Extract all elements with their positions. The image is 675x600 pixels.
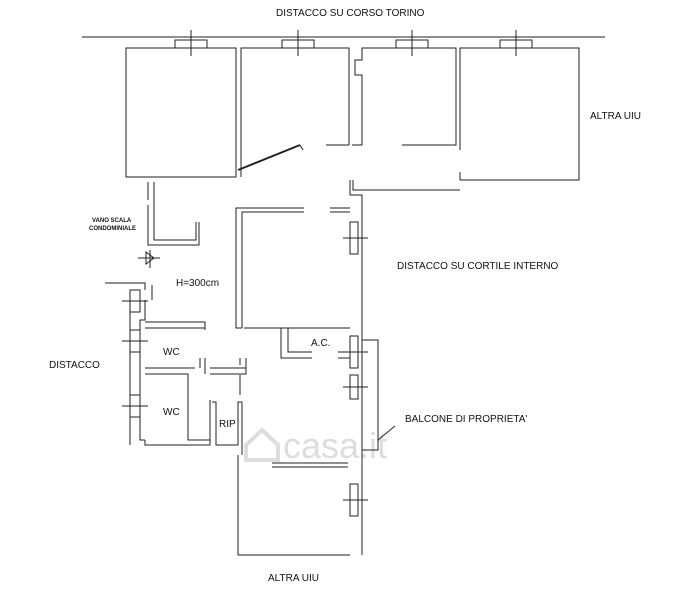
label-altra-uiu-bottom: ALTRA UIU	[268, 573, 319, 584]
right-windows	[343, 221, 368, 517]
watermark-text: casa.it	[283, 425, 387, 466]
label-vano-scala-1: VANO SCALA	[92, 218, 132, 224]
label-vano-scala-2: CONDOMINIALE	[89, 226, 136, 232]
watermark: casa.it	[244, 425, 387, 466]
label-wc1: WC	[163, 347, 180, 358]
label-rip: RIP	[219, 419, 236, 430]
left-wing	[105, 282, 211, 446]
label-wc2: WC	[163, 407, 180, 418]
courtyard-wall	[352, 180, 460, 191]
label-top: DISTACCO SU CORSO TORINO	[276, 8, 425, 19]
label-h300: H=300cm	[176, 278, 219, 289]
label-distacco-left: DISTACCO	[49, 360, 100, 371]
balcony	[362, 339, 379, 451]
house-logo-icon	[244, 427, 280, 462]
left-window-2	[122, 329, 148, 353]
label-balcone: BALCONE DI PROPRIETA'	[405, 414, 527, 425]
left-window-1	[122, 289, 148, 313]
window-1	[174, 30, 208, 56]
window-2	[281, 30, 315, 56]
top-windows	[174, 30, 533, 56]
label-ac: A.C.	[311, 338, 330, 349]
left-window-3	[122, 394, 148, 418]
window-4	[499, 30, 533, 56]
label-cortile: DISTACCO SU CORTILE INTERNO	[397, 261, 559, 272]
window-3	[395, 30, 429, 56]
inner-courtyard-wall	[349, 180, 363, 555]
balcony-pointer	[377, 425, 396, 441]
label-altra-uiu-right: ALTRA UIU	[590, 111, 641, 122]
stair-hall	[147, 182, 200, 246]
entrance-arrow-icon	[138, 250, 160, 268]
living-room	[235, 207, 350, 329]
front-rooms	[125, 47, 580, 181]
service-rooms	[210, 328, 350, 556]
